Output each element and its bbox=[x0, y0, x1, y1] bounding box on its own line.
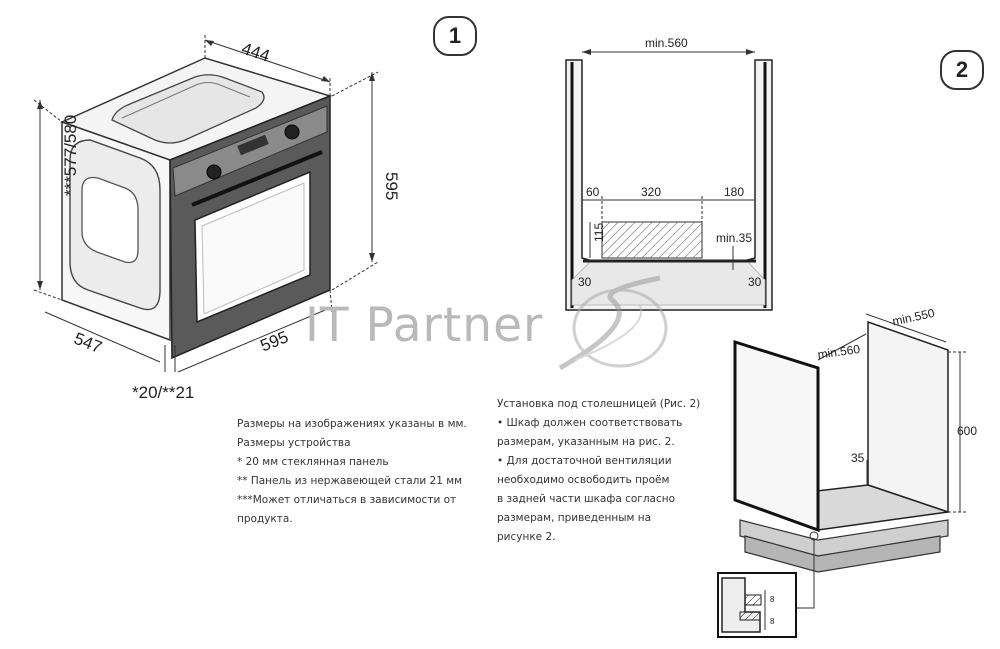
figure-1-badge: 1 bbox=[433, 16, 477, 56]
it-partner-logo-icon bbox=[558, 275, 668, 371]
dim-width-top: 444 bbox=[239, 39, 272, 66]
dim-front-width: 595 bbox=[258, 327, 291, 355]
dim-depth-bottom: 547 bbox=[71, 329, 104, 357]
dim-cabinet-depth: min.550 bbox=[891, 306, 936, 329]
dim-vent-width: 320 bbox=[641, 185, 661, 199]
dim-cabinet-height: 600 bbox=[957, 424, 977, 438]
dim-left-gap: 60 bbox=[586, 185, 600, 199]
figure-2-badge: 2 bbox=[940, 50, 984, 90]
dim-vent-min: min.35 bbox=[716, 231, 752, 245]
dim-detail-b: 8 bbox=[770, 617, 775, 626]
note-line: • Для достаточной вентиляции bbox=[497, 455, 672, 467]
watermark-text: IT Partner bbox=[305, 298, 544, 353]
dim-cabinet-gap: 35 bbox=[851, 451, 865, 465]
dim-right-base: 30 bbox=[748, 275, 762, 289]
notes-right: Установка под столешницей (Рис. 2) • Шка… bbox=[497, 395, 700, 547]
dim-vent-height: 115 bbox=[592, 223, 606, 242]
dim-right-gap: 180 bbox=[724, 185, 744, 199]
dim-panel-thickness: *20/**21 bbox=[132, 383, 194, 402]
note-line: Установка под столешницей (Рис. 2) bbox=[497, 398, 701, 410]
dim-height-right: 595 bbox=[382, 172, 401, 200]
note-line: размерам, приведенным на bbox=[497, 512, 652, 524]
note-line: в задней части шкафа согласно bbox=[497, 493, 676, 505]
note-line: рисунке 2. bbox=[497, 531, 556, 543]
note-line: * 20 мм стеклянная панель bbox=[237, 456, 389, 468]
oven-drawing bbox=[33, 35, 379, 373]
note-line: продукта. bbox=[237, 513, 293, 525]
note-line: ***Может отличаться в зависимости от bbox=[237, 494, 457, 506]
note-line: Размеры устройства bbox=[237, 437, 351, 449]
cabinet-section-drawing bbox=[565, 49, 773, 311]
note-line: Размеры на изображениях указаны в мм. bbox=[237, 418, 467, 430]
dim-detail-a: 8 bbox=[770, 595, 775, 604]
cabinet-3d-drawing bbox=[717, 313, 966, 638]
note-line: необходимо освободить проём bbox=[497, 474, 670, 486]
note-line: ** Панель из нержавеющей стали 21 мм bbox=[237, 475, 463, 487]
dim-cabinet-width: min.560 bbox=[817, 342, 862, 362]
dim-depth-total: ***577/580 bbox=[61, 115, 80, 196]
dim-left-base: 30 bbox=[578, 275, 592, 289]
note-line: размерам, указанным на рис. 2. bbox=[497, 436, 675, 448]
note-line: • Шкаф должен соответствовать bbox=[497, 417, 683, 429]
dim-niche-width: min.560 bbox=[645, 36, 688, 50]
notes-left: Размеры на изображениях указаны в мм. Ра… bbox=[237, 415, 467, 529]
